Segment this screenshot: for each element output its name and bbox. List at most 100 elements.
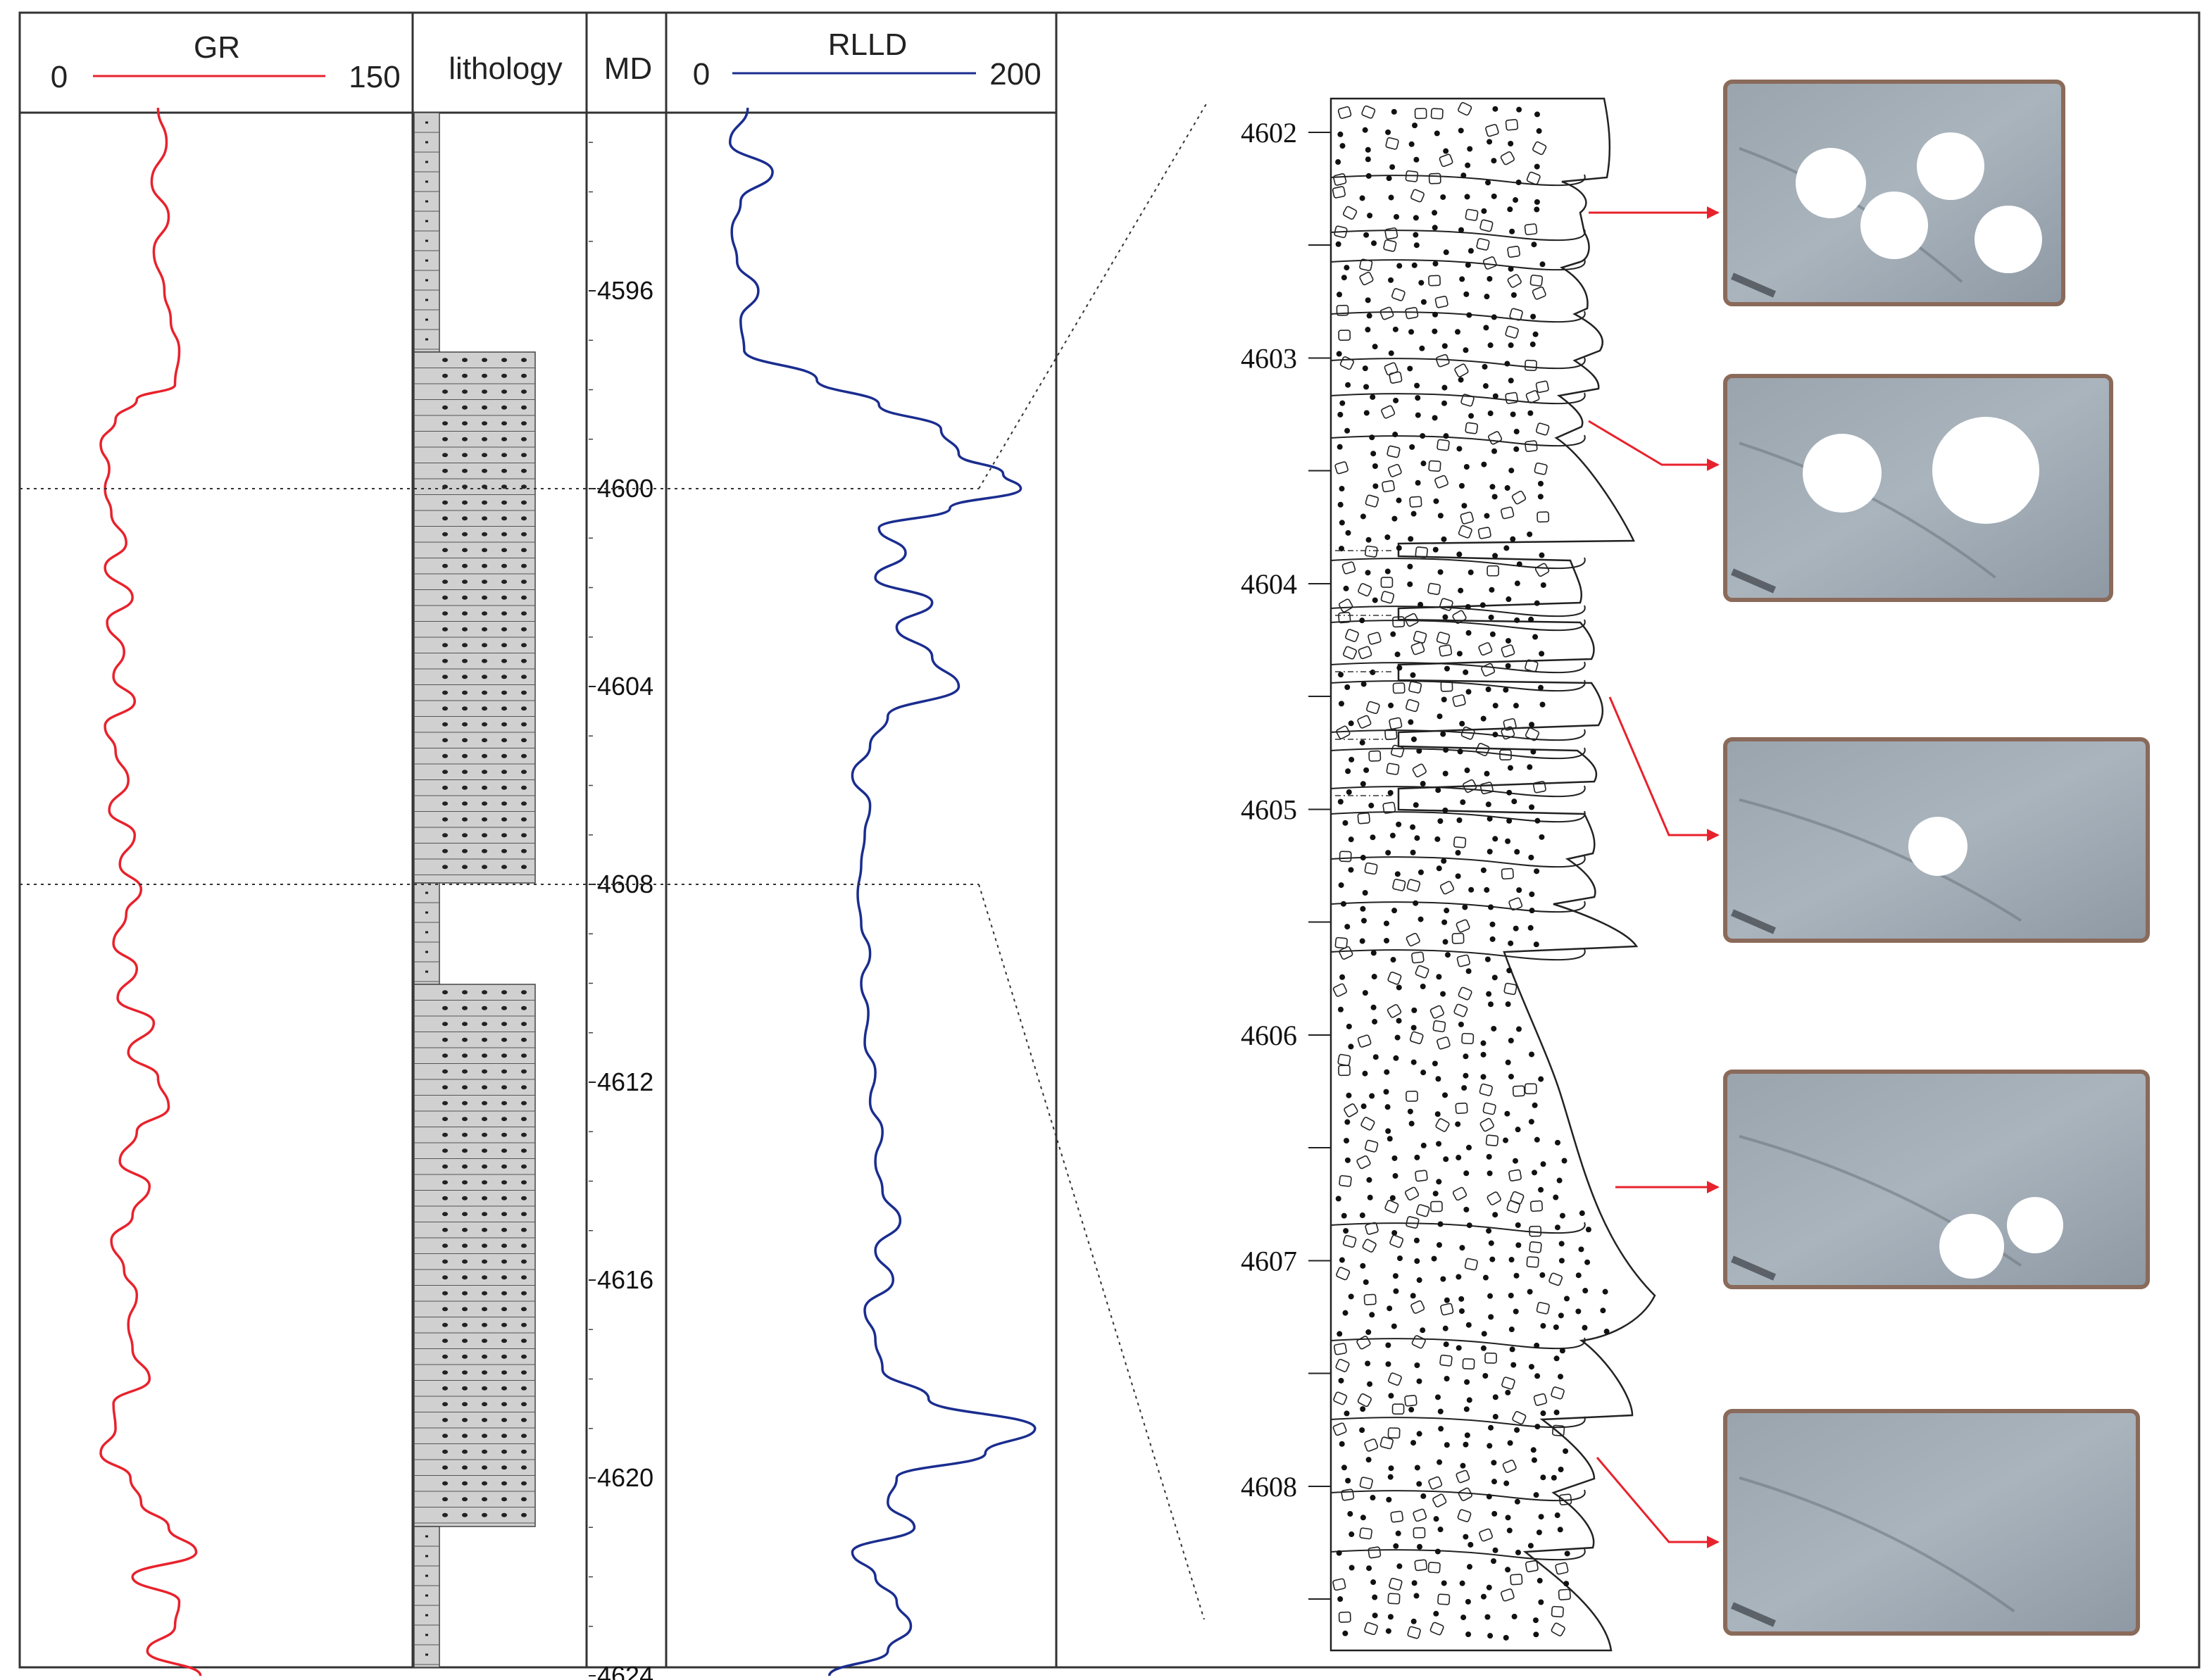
core-grain <box>1372 1019 1378 1025</box>
lithology-grain <box>482 1101 487 1105</box>
core-grain <box>1441 536 1447 542</box>
core-grain <box>1468 569 1474 575</box>
lithology-grain <box>442 1069 448 1074</box>
lithology-grain <box>501 579 507 584</box>
lithology-grain <box>501 1275 507 1280</box>
core-grain <box>1484 770 1490 777</box>
figure-frame <box>18 11 2201 1669</box>
core-grain <box>1492 1414 1498 1420</box>
core-pebble <box>1532 286 1546 300</box>
core-pebble <box>1536 1301 1550 1315</box>
core-grain <box>1462 904 1468 910</box>
plug-hole <box>1917 132 1984 200</box>
core-grain <box>1458 1021 1464 1027</box>
core-grain <box>1338 1377 1344 1384</box>
lithology-grain <box>521 817 527 822</box>
core-grain <box>1465 968 1472 974</box>
core-grain <box>1396 497 1402 503</box>
lithology-grain <box>462 373 468 378</box>
core-grain <box>1489 1256 1496 1262</box>
lithology-grain <box>482 595 487 600</box>
core-grain <box>1420 1493 1427 1499</box>
core-grain <box>1415 479 1421 486</box>
core-grain <box>1515 1026 1522 1032</box>
lithology-grain <box>482 801 487 806</box>
core-grain <box>1528 1364 1534 1370</box>
core-grain <box>1558 1312 1564 1319</box>
lithology-grain <box>482 1370 487 1375</box>
core-pebble <box>1555 1562 1569 1575</box>
core-grain <box>1456 551 1463 558</box>
core-grain <box>1335 241 1341 247</box>
core-grain <box>1513 1272 1520 1279</box>
core-pebble <box>1457 1509 1472 1522</box>
core-grain <box>1464 194 1470 200</box>
core-grain <box>1384 534 1391 540</box>
core-pebble <box>1524 359 1537 371</box>
lithology-grain <box>501 1227 507 1232</box>
core-pebble <box>1357 1393 1372 1408</box>
core-grain <box>1513 1158 1519 1164</box>
core-grain <box>1414 1154 1420 1160</box>
lithology-grain <box>482 1275 487 1280</box>
core-grain <box>1443 1156 1449 1162</box>
core-grain <box>1360 1406 1366 1412</box>
core-grain <box>1339 974 1346 980</box>
core-grain <box>1553 1324 1559 1330</box>
core-pebble <box>1456 954 1470 967</box>
core-grain <box>1489 484 1496 490</box>
core-pebble <box>1503 982 1517 996</box>
core-pebble <box>1414 1559 1427 1572</box>
core-grain <box>1460 799 1466 805</box>
core-grain <box>1413 1593 1420 1599</box>
core-pebble <box>1465 208 1479 221</box>
core-pebble <box>1404 1394 1418 1407</box>
core-grain <box>1529 1051 1535 1058</box>
core-tick-label: 4608 <box>1241 1471 1297 1503</box>
core-grain <box>1539 552 1545 558</box>
lithology-grain <box>442 532 448 537</box>
lithology-grain <box>442 579 448 584</box>
core-grain <box>1416 748 1422 754</box>
core-grain <box>1585 1227 1591 1233</box>
core-grain <box>1414 835 1420 841</box>
core-pebble <box>1408 681 1422 694</box>
lithology-grain <box>501 1322 507 1327</box>
core-grain <box>1435 1076 1441 1082</box>
core-pebble <box>1500 506 1515 520</box>
lithology-grain <box>521 500 527 505</box>
core-pebble <box>1551 1622 1565 1636</box>
core-grain <box>1466 1222 1472 1229</box>
lithology-grain <box>462 1322 468 1327</box>
core-grain <box>1440 1276 1446 1282</box>
core-grain <box>1492 1547 1498 1553</box>
lithology-grain <box>482 1180 487 1185</box>
core-grain <box>1508 468 1515 474</box>
core-grain <box>1491 1510 1498 1517</box>
core-grain <box>1456 1155 1462 1161</box>
core-grain <box>1410 824 1416 830</box>
core-grain <box>1530 748 1537 755</box>
core-grain <box>1365 156 1371 163</box>
core-grain <box>1341 1212 1347 1219</box>
lithology-grain <box>462 437 468 441</box>
core-pebble <box>1435 1118 1450 1132</box>
core-log-outline <box>1329 97 1656 1652</box>
core-dark-streak <box>1731 909 1776 934</box>
lithology-grain <box>462 1434 468 1438</box>
core-grain <box>1407 581 1413 587</box>
lithology-grain <box>482 358 487 363</box>
core-pebble <box>1387 463 1402 477</box>
core-grain <box>1507 765 1513 771</box>
lithology-grain <box>425 1634 428 1636</box>
core-pebble <box>1404 613 1419 627</box>
lithology-grain <box>462 484 468 489</box>
core-grain <box>1348 1293 1354 1300</box>
core-grain <box>1582 1288 1589 1294</box>
core-pebble <box>1452 1186 1468 1201</box>
core-pebble <box>1339 851 1352 863</box>
core-grain <box>1456 1274 1462 1280</box>
core-grain <box>1558 1241 1565 1247</box>
core-grain <box>1393 1055 1399 1061</box>
lithology-column <box>413 112 536 1668</box>
